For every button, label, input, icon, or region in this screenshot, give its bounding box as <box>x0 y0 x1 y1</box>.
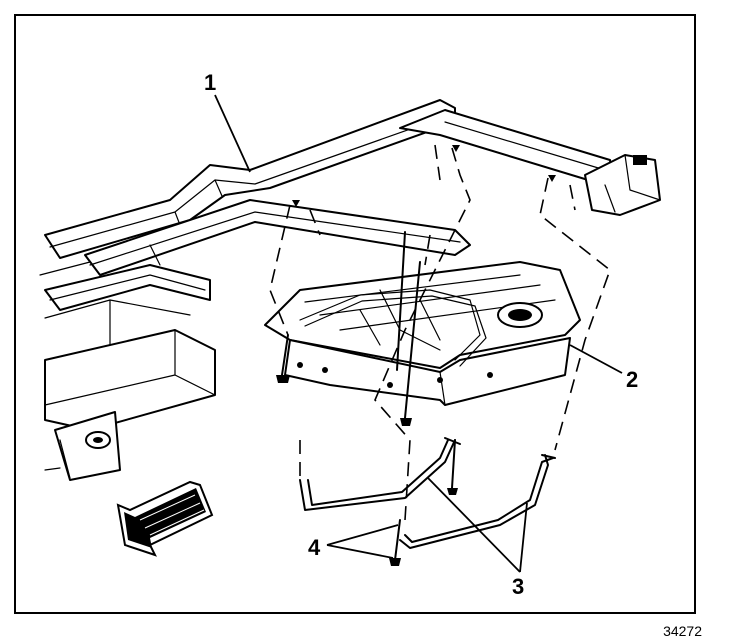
callout-3: 3 <box>512 574 524 599</box>
callout-1: 1 <box>204 70 216 95</box>
figure-id: 34272 <box>663 623 702 639</box>
callout-4: 4 <box>308 535 321 560</box>
vehicle-frame <box>39 99 661 481</box>
callout-2: 2 <box>626 367 638 392</box>
fuel-tank-straps <box>299 437 556 549</box>
strap-bolts <box>276 231 458 566</box>
callout-leaders <box>214 94 623 573</box>
fuel-tank <box>264 261 581 406</box>
front-direction-arrow <box>116 480 214 557</box>
alignment-lines <box>269 144 611 521</box>
figure-border <box>14 14 696 614</box>
rail-fasteners <box>292 145 556 207</box>
